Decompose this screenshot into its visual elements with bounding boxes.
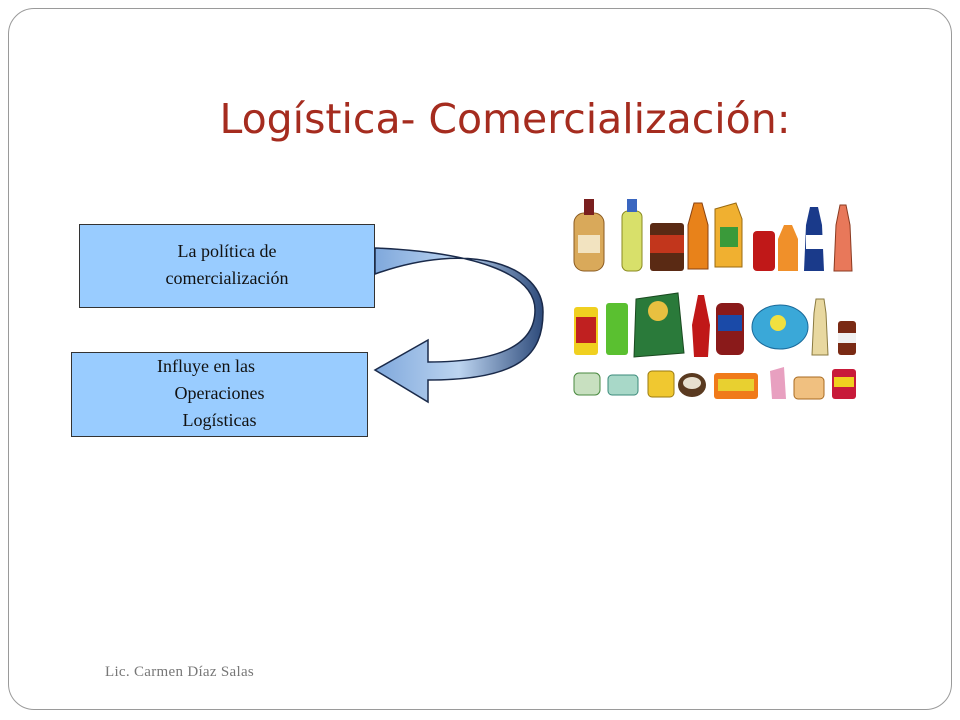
- slide-title: Logística- Comercialización:: [219, 95, 791, 143]
- footer-author: Lic. Carmen Díaz Salas: [105, 664, 255, 680]
- consumer-products-image: [573, 199, 856, 400]
- logistics-operations-box: Influye en las Operaciones Logísticas: [71, 352, 368, 437]
- box-top-line2: comercialización: [165, 268, 289, 288]
- box-bottom-line2: Operaciones: [174, 383, 265, 403]
- box-bottom-line1: Influye en las: [157, 356, 255, 376]
- box-top-line1: La política de: [177, 241, 277, 261]
- commercialization-policy-box: La política de comercialización: [79, 224, 375, 308]
- box-bottom-line3: Logísticas: [182, 410, 257, 430]
